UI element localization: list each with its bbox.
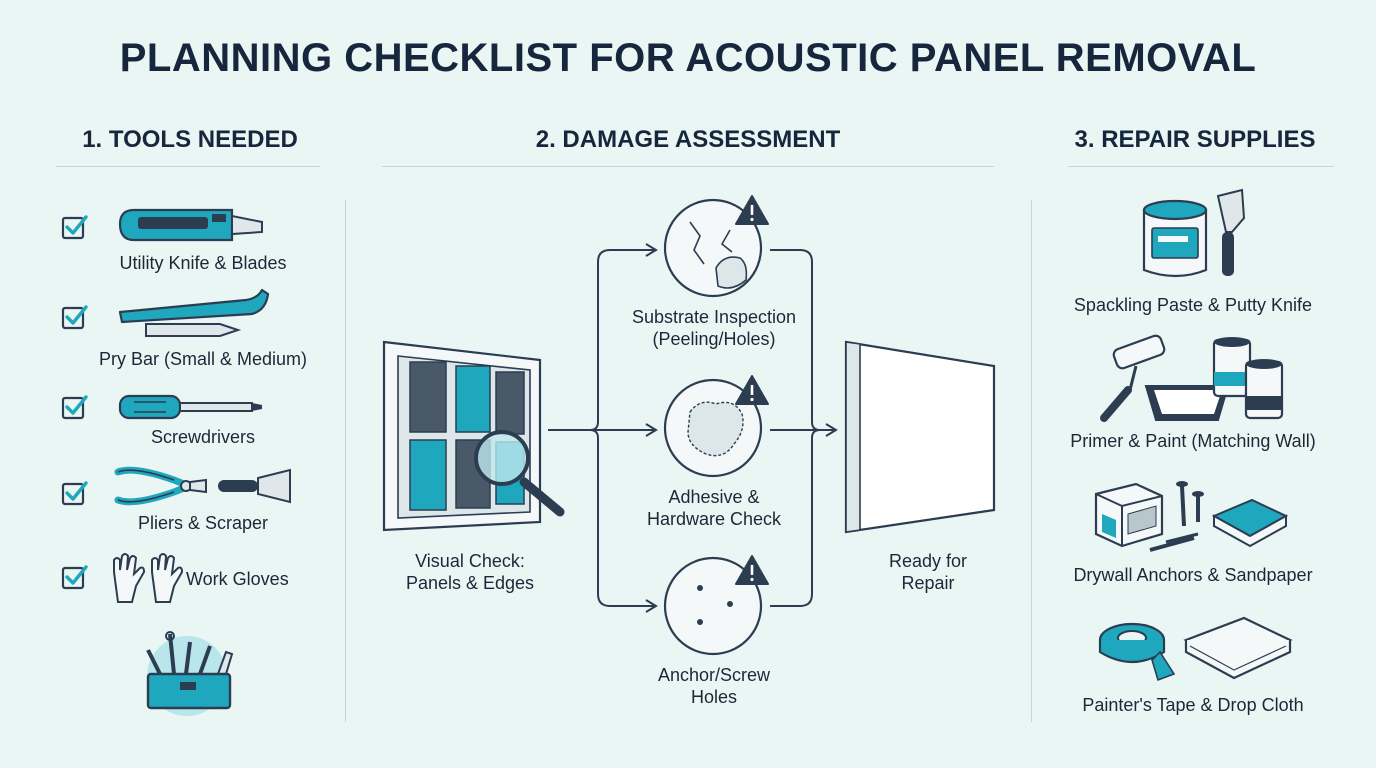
repair-heading: 3. REPAIR SUPPLIES [1074, 126, 1316, 153]
pliers-scraper-icon [114, 466, 291, 506]
anchors-sandpaper-icon [1094, 481, 1289, 552]
substrate-check-label: Substrate Inspection(Peeling/Holes) [631, 307, 797, 349]
page-title: PLANNING CHECKLIST FOR ACOUSTIC PANEL RE… [119, 36, 1257, 80]
tool-label: Work Gloves [186, 569, 289, 589]
checkbox-icon[interactable] [61, 214, 88, 240]
toolbox-icon [146, 631, 234, 716]
damage-flow-diagram [382, 195, 996, 656]
checkbox-icon[interactable] [61, 394, 88, 420]
divider-left [345, 200, 346, 722]
utility-knife-icon [118, 208, 263, 242]
tools-heading: 1. TOOLS NEEDED [82, 126, 298, 153]
spackle-icon [1142, 188, 1246, 278]
repaired-wall-icon [844, 340, 996, 534]
tools-heading-rule [56, 166, 320, 167]
warning-icon [735, 555, 769, 585]
visual-check-label: Visual Check:Panels & Edges [405, 551, 535, 593]
tool-label: Pry Bar (Small & Medium) [98, 349, 308, 369]
gloves-icon [113, 553, 184, 603]
tool-label: Screwdrivers [150, 427, 256, 447]
tool-label: Pliers & Scraper [137, 513, 269, 533]
paint-roller-icon [1100, 334, 1284, 422]
supply-label: Spackling Paste & Putty Knife [1073, 295, 1313, 315]
screwdriver-icon [118, 394, 262, 420]
tape-dropcloth-icon [1098, 616, 1293, 682]
divider-right [1031, 200, 1032, 722]
checkbox-icon[interactable] [61, 564, 88, 590]
supply-label: Drywall Anchors & Sandpaper [1073, 565, 1313, 585]
supply-label: Primer & Paint (Matching Wall) [1070, 431, 1316, 451]
checkbox-icon[interactable] [61, 304, 88, 330]
damage-heading: 2. DAMAGE ASSESSMENT [535, 126, 841, 153]
magnifier-icon [474, 430, 565, 517]
tool-label: Utility Knife & Blades [119, 253, 287, 273]
repair-heading-rule [1068, 166, 1334, 167]
warning-icon [735, 195, 769, 225]
warning-icon [735, 375, 769, 405]
supply-label: Painter's Tape & Drop Cloth [1082, 695, 1304, 715]
checkbox-icon[interactable] [61, 480, 88, 506]
damage-heading-rule [382, 166, 994, 167]
pry-bar-icon [118, 288, 270, 337]
adhesive-check-label: Adhesive &Hardware Check [646, 487, 782, 529]
